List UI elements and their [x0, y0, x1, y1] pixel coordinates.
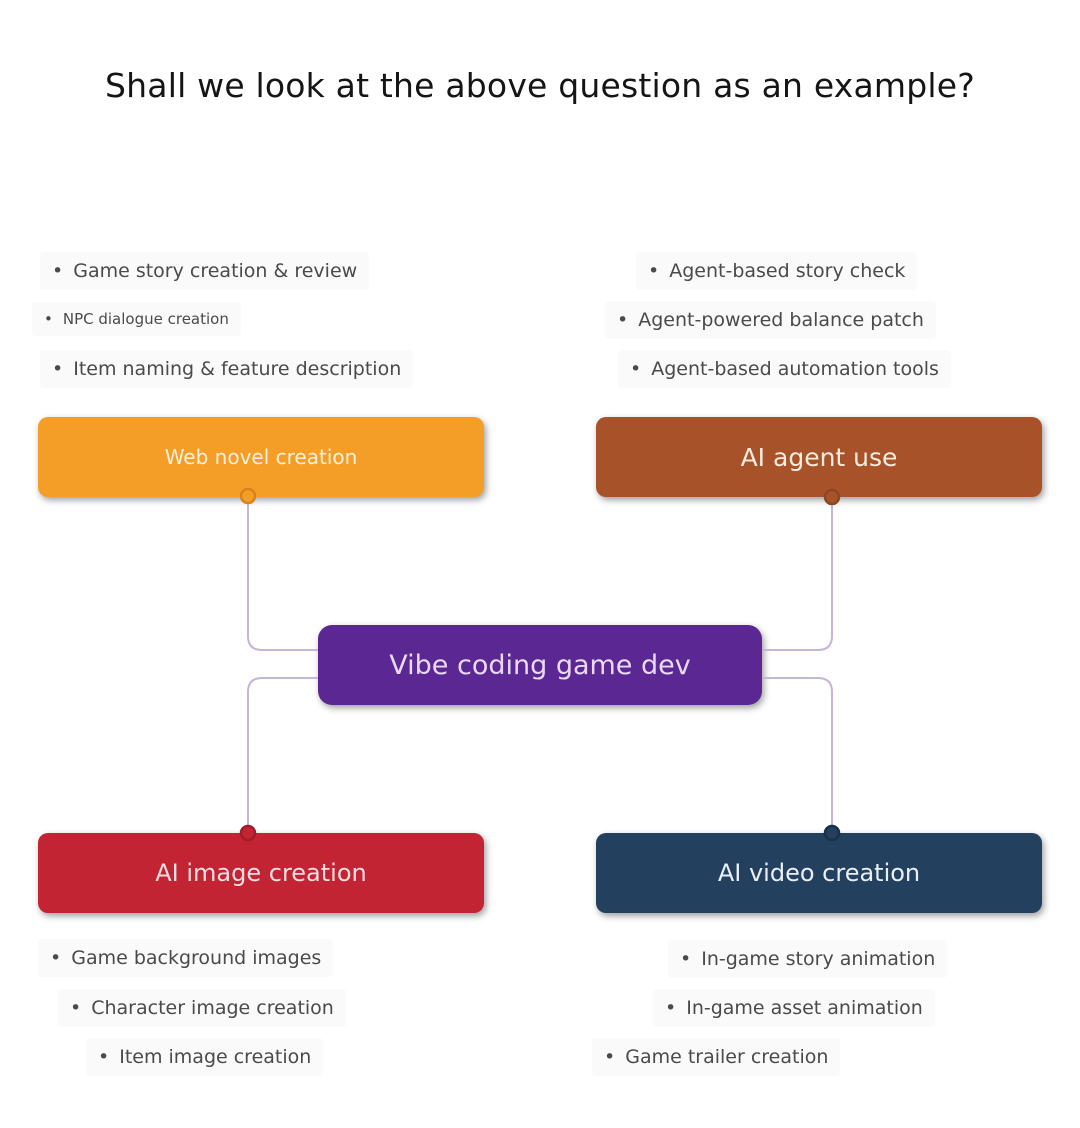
node-web-novel-creation: Web novel creation	[38, 417, 484, 497]
connector-ai-agent-to-center	[762, 499, 833, 651]
node-center-vibe-coding: Vibe coding game dev	[318, 625, 762, 705]
bullet-marker: •	[648, 260, 660, 282]
node-ai-agent-use: AI agent use	[596, 417, 1042, 497]
node-label: AI agent use	[740, 442, 898, 472]
connector-center-to-ai-video	[762, 677, 833, 831]
bullet-item: • In-game story animation	[668, 940, 948, 978]
bullet-marker: •	[680, 948, 692, 970]
bullet-text: In-game story animation	[701, 948, 936, 970]
bullet-marker: •	[50, 947, 62, 969]
bullet-text: Agent-powered balance patch	[638, 309, 924, 331]
bullet-item: • Character image creation	[58, 989, 346, 1027]
bullet-text: Agent-based automation tools	[651, 358, 939, 380]
bullet-marker: •	[98, 1046, 110, 1068]
page-title: Shall we look at the above question as a…	[105, 66, 975, 105]
node-label: Web novel creation	[164, 445, 358, 469]
bullet-text: In-game asset animation	[686, 997, 923, 1019]
node-label: Vibe coding game dev	[389, 649, 691, 681]
bullet-item: • Agent-powered balance patch	[605, 301, 936, 339]
bullet-text: Game background images	[71, 947, 322, 969]
bullet-item: • Game story creation & review	[40, 252, 370, 290]
node-ai-video-creation: AI video creation	[596, 833, 1042, 913]
bullet-marker: •	[52, 260, 64, 282]
bullet-marker: •	[665, 997, 677, 1019]
bullet-marker: •	[52, 358, 64, 380]
node-label: AI video creation	[717, 859, 921, 887]
bullet-item: • Agent-based automation tools	[618, 350, 951, 388]
connector-web-novel-to-center	[247, 498, 318, 651]
bullet-item: • In-game asset animation	[653, 989, 935, 1027]
bullet-text: Character image creation	[91, 997, 334, 1019]
bullet-marker: •	[630, 358, 642, 380]
bullet-text: Game trailer creation	[625, 1046, 829, 1068]
bullet-text: Item image creation	[119, 1046, 312, 1068]
bullet-marker: •	[70, 997, 82, 1019]
connector-center-to-ai-image	[247, 677, 318, 831]
bullet-item: • Item image creation	[86, 1038, 324, 1076]
bullet-text: NPC dialogue creation	[62, 310, 229, 328]
node-ai-image-creation: AI image creation	[38, 833, 484, 913]
bullet-item: • NPC dialogue creation	[32, 302, 241, 336]
bullet-item: • Item naming & feature description	[40, 350, 414, 388]
node-label: AI image creation	[155, 859, 367, 887]
bullet-marker: •	[604, 1046, 616, 1068]
bullet-item: • Game background images	[38, 939, 334, 977]
bullet-text: Agent-based story check	[669, 260, 906, 282]
bullet-text: Game story creation & review	[73, 260, 358, 282]
bullet-item: • Game trailer creation	[592, 1038, 841, 1076]
bullet-marker: •	[44, 310, 53, 328]
bullet-text: Item naming & feature description	[73, 358, 402, 380]
bullet-item: • Agent-based story check	[636, 252, 918, 290]
bullet-marker: •	[617, 309, 629, 331]
